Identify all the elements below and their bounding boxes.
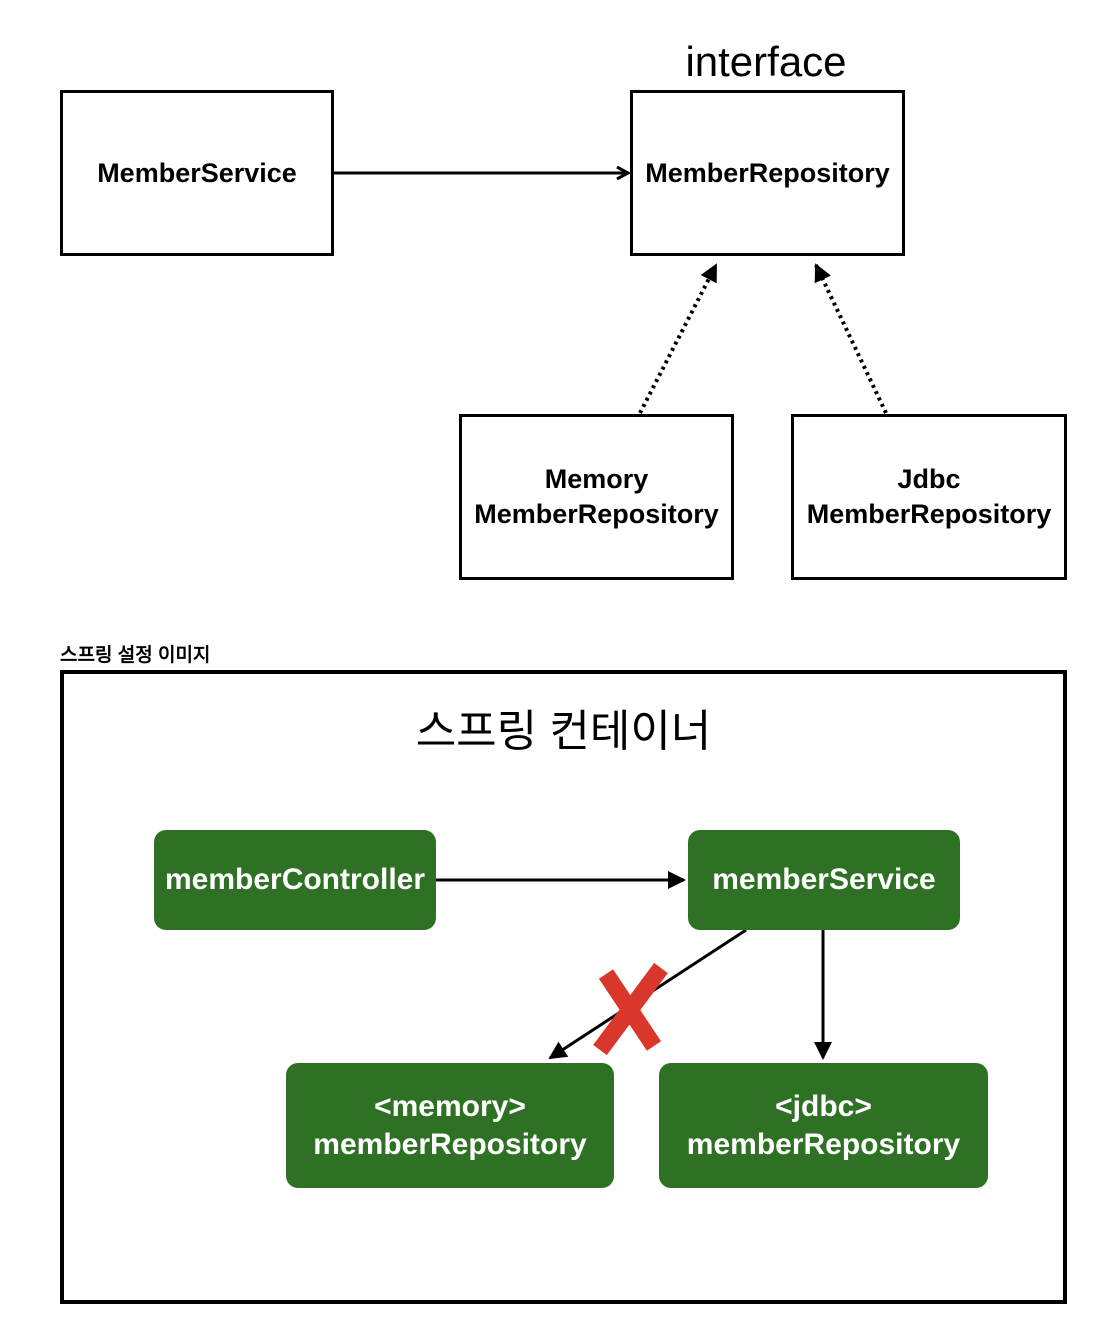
- memory-member-repository-box: Memory MemberRepository: [459, 414, 734, 580]
- member-repository-interface-box: MemberRepository: [630, 90, 905, 256]
- jdbc-repo-line1: Jdbc: [897, 464, 961, 494]
- spring-container-title: 스프링 컨테이너: [415, 707, 712, 756]
- jdbc-bean-line2: memberRepository: [686, 1127, 961, 1161]
- spring-container-frame: [60, 670, 1067, 1304]
- jdbc-member-repository-bean: <jdbc> memberRepository: [659, 1063, 988, 1188]
- member-service-box: MemberService: [60, 90, 334, 256]
- section-title: 스프링 설정 이미지: [60, 645, 211, 666]
- memory-bean-line1: <memory>: [374, 1089, 526, 1123]
- member-service-bean-label: memberService: [712, 863, 936, 896]
- member-repository-label: MemberRepository: [645, 157, 890, 188]
- jdbc-repo-line2: MemberRepository: [806, 499, 1052, 529]
- member-service-label: MemberService: [97, 157, 297, 188]
- jdbc-bean-line1: <jdbc>: [775, 1089, 872, 1123]
- member-controller-bean: memberController: [154, 830, 436, 930]
- memory-member-repository-bean: <memory> memberRepository: [286, 1063, 614, 1188]
- memory-repo-line1: Memory: [544, 464, 649, 494]
- memory-repo-line2: MemberRepository: [474, 499, 719, 529]
- member-controller-label: memberController: [164, 863, 426, 896]
- jdbc-member-repository-box: Jdbc MemberRepository: [791, 414, 1067, 580]
- member-service-bean: memberService: [688, 830, 960, 930]
- interface-label: interface: [685, 38, 847, 85]
- memory-bean-line2: memberRepository: [313, 1127, 587, 1161]
